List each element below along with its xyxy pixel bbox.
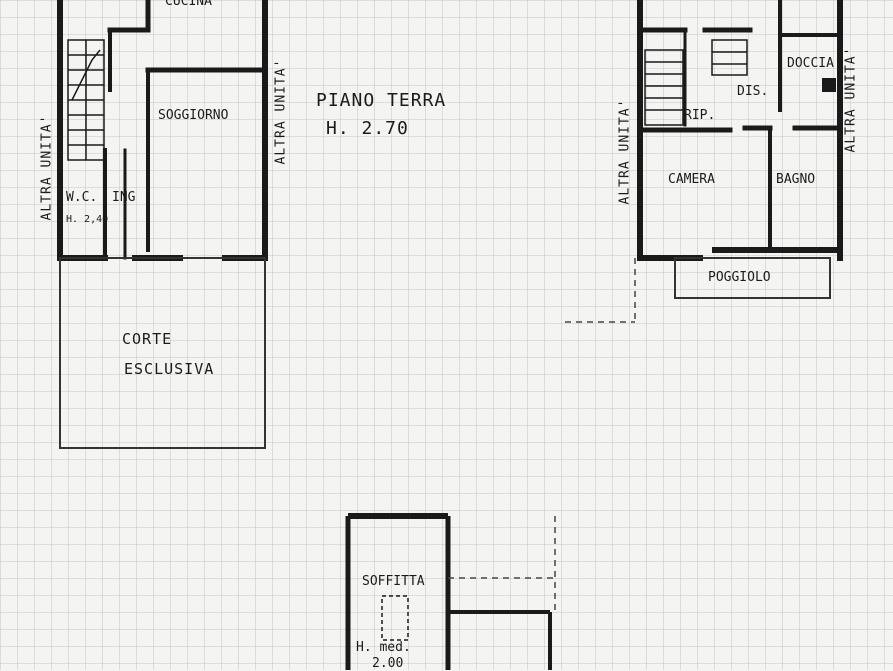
dashed-outline bbox=[448, 258, 636, 612]
room-disimpegno: DIS. bbox=[737, 84, 769, 99]
room-soffitta: SOFFITTA bbox=[362, 574, 425, 589]
room-cucina: CUCINA bbox=[165, 0, 212, 9]
room-ingresso: ING bbox=[112, 190, 136, 205]
room-wc: W.C. bbox=[66, 190, 98, 205]
other-unit-label-mid-right: ALTRA UNITA' bbox=[617, 98, 633, 205]
right-staircase bbox=[644, 39, 748, 126]
room-wc-height: H. 2,40 bbox=[66, 214, 109, 225]
left-staircase bbox=[67, 39, 105, 161]
other-unit-label-mid-left: ALTRA UNITA' bbox=[273, 58, 289, 165]
soffitta-height-label: H. med. bbox=[356, 640, 411, 655]
floor-title: PIANO TERRA bbox=[316, 90, 447, 111]
room-doccia: DOCCIA bbox=[787, 56, 834, 71]
room-ripostiglio: RIP. bbox=[684, 108, 716, 123]
right-unit-walls bbox=[637, 0, 843, 261]
corte-label-2: ESCLUSIVA bbox=[124, 360, 215, 378]
shower-tray-icon bbox=[822, 78, 836, 92]
floor-height: H. 2.70 bbox=[326, 118, 409, 139]
poggiolo-outline bbox=[674, 257, 831, 299]
soffitta-walls bbox=[345, 513, 552, 670]
other-unit-label-left: ALTRA UNITA' bbox=[39, 114, 55, 221]
room-bagno: BAGNO bbox=[776, 172, 816, 187]
soffitta-height-value: 2.00 bbox=[372, 656, 404, 671]
corte-label-1: CORTE bbox=[122, 330, 173, 348]
poggiolo-label: POGGIOLO bbox=[708, 270, 771, 285]
corte-outline bbox=[59, 257, 266, 449]
other-unit-label-right: ALTRA UNITA' bbox=[843, 46, 859, 153]
room-soggiorno: SOGGIORNO bbox=[158, 108, 229, 123]
room-camera: CAMERA bbox=[668, 172, 715, 187]
